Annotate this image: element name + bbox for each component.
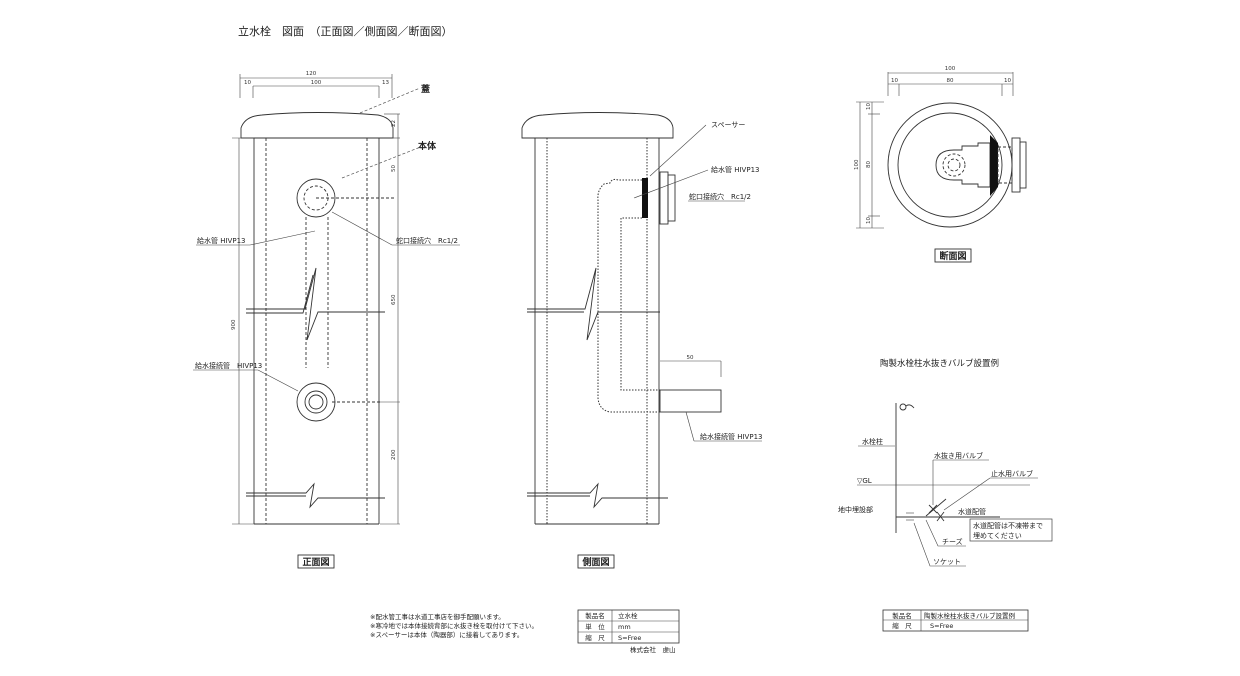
side-view: 50 スペーサー 給水管 HIVP13 蛇口接続穴 Rc1/2 給水接続管 HI… (521, 112, 762, 569)
front-view: 120 10 100 13 900 (193, 71, 460, 569)
dim-inner-width: 100 (311, 80, 322, 86)
dim-total-height: 900 (231, 319, 237, 330)
sec-dim-bottom: 10 (866, 217, 872, 224)
front-top-dimensions: 120 10 100 13 (239, 71, 393, 98)
front-cap (240, 112, 394, 139)
valve-spec-key-product: 製品名 (892, 611, 912, 620)
side-view-caption: 側面図 (581, 556, 609, 568)
label-faucet-hole-side: 蛇口接続穴 Rc1/2 (689, 192, 751, 201)
label-buried: 地中埋設部 (838, 505, 873, 514)
section-view-caption: 断面図 (939, 250, 966, 262)
spec-key-product: 製品名 (585, 611, 605, 620)
spec-table-valve: 製品名 陶製水栓柱水抜きバルブ設置例 縮 尺 S=Free (882, 609, 1029, 632)
label-body: 本体 (418, 140, 437, 152)
label-supply-pipe-side: 給水管 HIVP13 (711, 165, 759, 174)
dim-outlet-length: 50 (687, 355, 694, 361)
note-3: ※スペーサーは本体（陶器部）に接着してあります。 (370, 630, 523, 639)
section-view: 100 10 80 10 100 10 80 10 断面図 (854, 66, 1027, 263)
callout-line-2: 埋めてください (973, 531, 1022, 540)
label-water-pipe: 水道配管 (958, 507, 986, 516)
sec-dim-total-height: 100 (854, 159, 860, 170)
spec-value-scale: S=Free (618, 634, 641, 642)
valve-spec-key-scale: 縮 尺 (892, 621, 912, 630)
label-drain-valve: 水抜き用バルブ (934, 451, 983, 460)
label-supply-pipe-front: 給水管 HIVP13 (197, 236, 245, 245)
note-1: ※配水管工事は水道工事店を御手配願います。 (370, 612, 505, 621)
sec-dim-inner-height: 80 (866, 161, 872, 168)
dim-port-to-outlet: 650 (391, 294, 397, 305)
spec-value-product: 立水栓 (618, 611, 638, 620)
spec-key-scale: 縮 尺 (585, 633, 605, 642)
dim-right-margin: 13 (382, 80, 389, 86)
sec-dim-inner: 80 (947, 78, 954, 84)
company-name: 株式会社 虔山 (630, 645, 676, 654)
dim-left-margin: 10 (244, 80, 251, 86)
sec-dim-right: 10 (1004, 78, 1011, 84)
valve-example-title: 陶製水栓柱水抜きバルブ設置例 (880, 358, 999, 369)
sheet-title: 立水栓 図面 （正面図／側面図／断面図） (238, 24, 453, 38)
label-supply-connector-front: 給水接続管 HIVP13 (195, 361, 262, 370)
sec-dim-total-width: 100 (945, 66, 956, 72)
side-cap (521, 112, 674, 139)
label-tee: チーズ (942, 537, 963, 546)
valve-example: 陶製水栓柱水抜きバルブ設置例 水栓柱 ▽GL 地中埋設部 水抜き用バルブ 止水用… (838, 358, 1053, 567)
label-supply-connector-side: 給水接続管 HIVP13 (700, 432, 762, 441)
sec-dim-top: 10 (866, 103, 872, 110)
dim-total-width: 120 (306, 71, 317, 77)
label-faucet-hole-front: 蛇口接続穴 Rc1/2 (396, 236, 458, 245)
dim-outlet-to-bottom: 200 (391, 449, 397, 460)
note-2: ※寒冷地では本体接続背部に水抜き栓を取付けて下さい。 (370, 621, 538, 630)
label-socket: ソケット (933, 558, 961, 566)
label-stop-valve: 止水用バルブ (991, 469, 1033, 478)
valve-spec-value-scale: S=Free (930, 622, 953, 630)
notes: ※配水管工事は水道工事店を御手配願います。 ※寒冷地では本体接続背部に水抜き栓を… (370, 612, 538, 639)
sec-dim-left: 10 (891, 78, 898, 84)
label-spacer: スペーサー (711, 121, 745, 129)
label-gl: ▽GL (857, 477, 872, 485)
front-view-caption: 正面図 (302, 557, 329, 568)
spec-key-unit: 単 位 (585, 622, 605, 631)
label-post: 水栓柱 (862, 437, 883, 446)
dim-top-to-port: 50 (391, 165, 397, 172)
callout-line-1: 水道配管は不凍帯まで (973, 521, 1043, 530)
label-cap: 蓋 (421, 83, 430, 95)
valve-spec-value-product: 陶製水栓柱水抜きバルブ設置例 (924, 611, 1015, 620)
spec-table-main: 製品名 立水栓 単 位 mm 縮 尺 S=Free 株式会社 虔山 (577, 609, 680, 654)
dim-cap-height: 22 (391, 120, 397, 127)
spec-value-unit: mm (618, 623, 631, 631)
